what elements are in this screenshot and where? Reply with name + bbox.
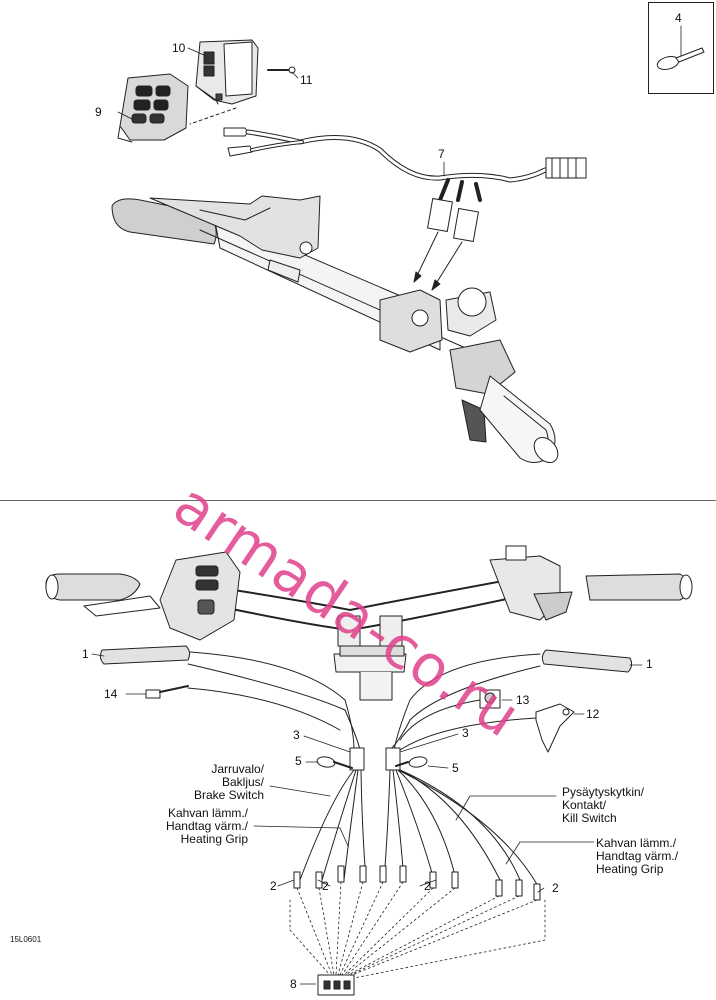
assembly-arrows [189, 107, 463, 291]
callout-4: 4 [675, 11, 682, 25]
harness-wires [187, 651, 541, 901]
callout-12: 12 [586, 707, 600, 721]
callout-8: 8 [290, 977, 297, 991]
section-divider [0, 500, 716, 501]
main-connector [317, 974, 355, 996]
callout-5-left: 5 [295, 754, 302, 768]
switch-housing-cover [195, 39, 259, 105]
callout-5-right: 5 [452, 761, 459, 775]
screw [267, 66, 296, 74]
label-heating-grip-left: Kahvan lämm./ Handtag värm./ Heating Gri… [165, 806, 248, 846]
switch-housing [117, 73, 189, 143]
bottom-leader-lines [91, 653, 643, 985]
callout-2-b: 2 [322, 879, 329, 893]
wiring-harness [223, 127, 587, 243]
label-heating-grip-right: Kahvan lämm./ Handtag värm./ Heating Gri… [596, 836, 679, 876]
cable-tie [656, 47, 705, 70]
label-brake-switch: Jarruvalo/ Bakljus/ Brake Switch [193, 762, 264, 802]
dotted-connection-lines [289, 881, 546, 979]
bracket [535, 703, 575, 753]
callout-13: 13 [516, 693, 530, 707]
callout-1-left: 1 [82, 647, 89, 661]
callout-10: 10 [172, 41, 186, 55]
callout-14: 14 [104, 687, 118, 701]
switch-module [479, 689, 501, 709]
cable-tie-box [648, 2, 714, 94]
callout-2-c: 2 [424, 879, 431, 893]
grip-heaters [99, 645, 633, 673]
callout-2-d: 2 [552, 881, 559, 895]
top-leader-lines [117, 25, 682, 177]
image-code: 15L0601 [10, 935, 42, 944]
handlebar-bottom [45, 545, 693, 701]
callout-7: 7 [438, 147, 445, 161]
callout-9: 9 [95, 105, 102, 119]
connector-pin [145, 685, 189, 699]
label-kill-switch: Pysäytyskytkin/ Kontakt/ Kill Switch [562, 785, 645, 825]
callout-3-right: 3 [462, 726, 469, 740]
callout-2-a: 2 [270, 879, 277, 893]
handlebar-top [111, 195, 559, 464]
callout-11: 11 [300, 73, 313, 87]
callout-3-left: 3 [293, 728, 300, 742]
callout-1-right: 1 [646, 657, 653, 671]
